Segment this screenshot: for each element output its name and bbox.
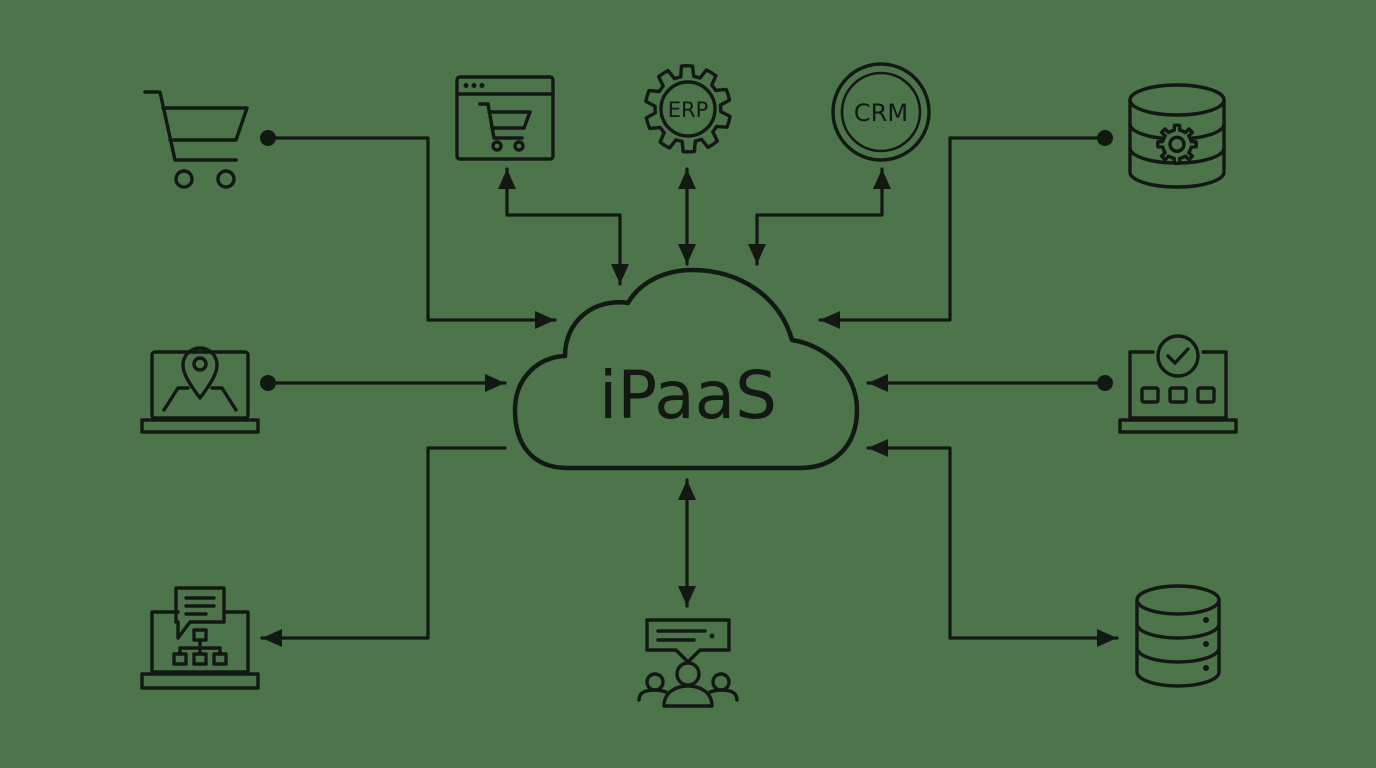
database-gear-icon bbox=[1128, 83, 1226, 189]
connector-hub-to-db bbox=[866, 439, 1119, 647]
laptop-chat-hierarchy-icon bbox=[140, 586, 260, 690]
shopping-cart-icon bbox=[143, 90, 249, 189]
ipaas-cloud: iPaaS bbox=[512, 267, 860, 471]
cloud-label: iPaaS bbox=[599, 357, 777, 434]
database-server-icon bbox=[1135, 584, 1221, 688]
laptop-location-pin-icon bbox=[140, 346, 260, 434]
connector-db-gear-to-hub bbox=[818, 136, 1107, 329]
laptop-checkmark-icon bbox=[1118, 334, 1238, 434]
connector-hub-to-chat-laptop bbox=[260, 446, 507, 647]
connectors bbox=[260, 130, 1119, 647]
connector-browser-hub bbox=[498, 167, 629, 286]
team-chat-icon bbox=[637, 618, 739, 708]
connector-crm-hub bbox=[748, 167, 891, 266]
crm-label: CRM bbox=[854, 99, 908, 127]
connector-cart-to-hub bbox=[266, 136, 557, 329]
browser-shopping-cart-icon bbox=[455, 75, 555, 161]
crm-badge-icon: CRM bbox=[831, 62, 931, 162]
erp-label: ERP bbox=[668, 98, 709, 122]
erp-gear-icon: ERP bbox=[644, 64, 732, 154]
